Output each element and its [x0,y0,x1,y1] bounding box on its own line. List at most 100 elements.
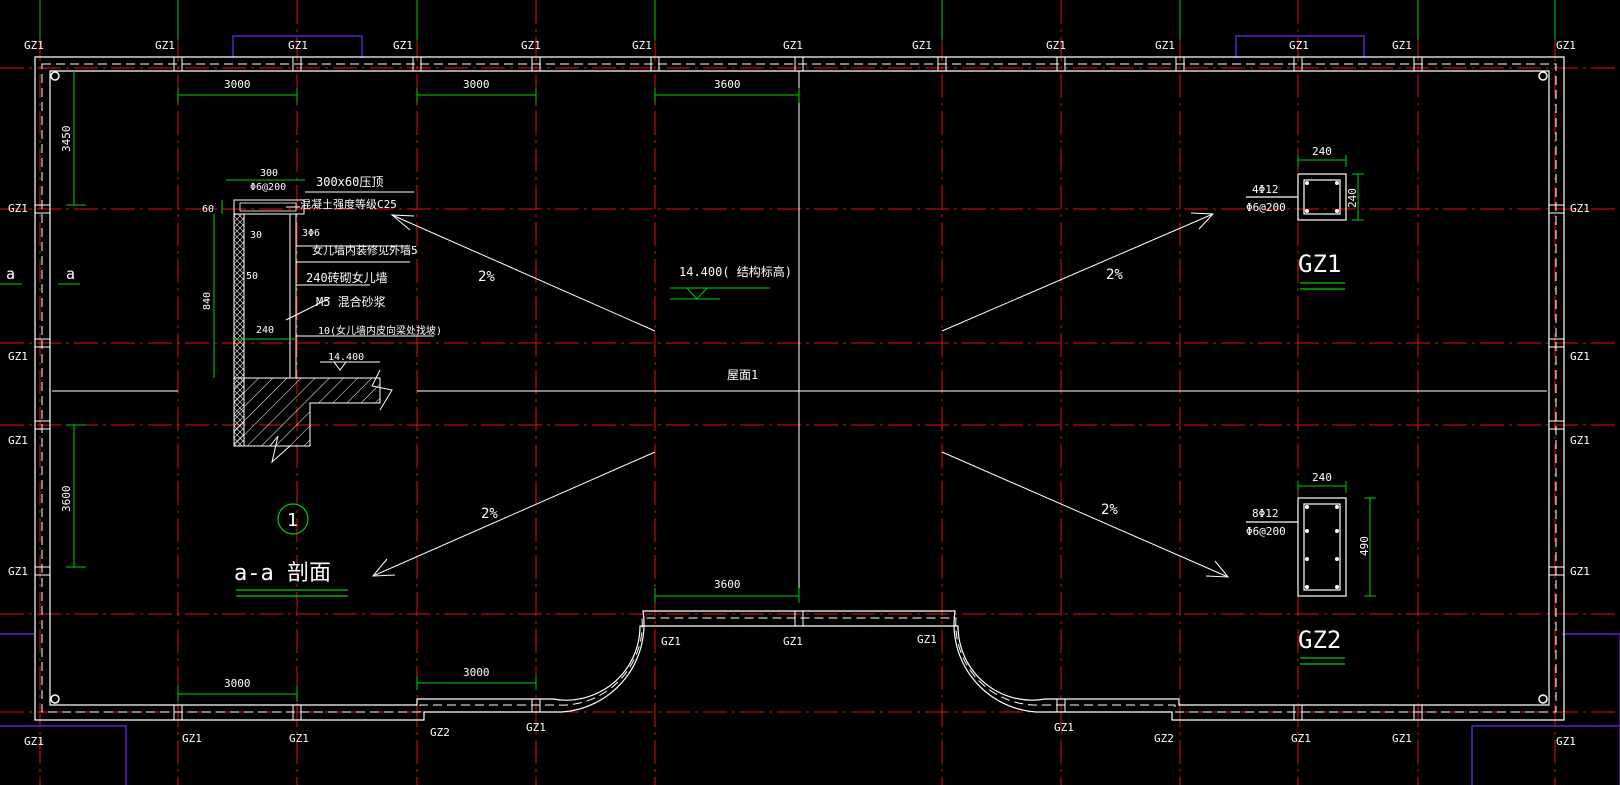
section-number-circle [277,503,309,535]
gz1-width: 240 [1312,145,1332,158]
rebar-dot [1335,209,1339,213]
section-mark-label: a [6,265,15,283]
column-tick [650,56,660,72]
detail-concrete-grade: 混凝土强度等级C25 [300,197,397,211]
parapet-inner-line [49,70,1550,706]
section-cut-mark: a a [0,265,80,285]
gz1-label: GZ1 [8,202,28,215]
top-extension-lines [39,0,1556,40]
detail-long-rebar: 3Φ6 [302,228,320,239]
rebar-dot [1305,529,1309,533]
detail-wall-height: 840 [202,292,213,310]
level-triangle [333,361,347,371]
roof-slab [233,377,381,447]
gz2-main-rebar: 8Φ12 [1252,507,1279,520]
gz1-label: GZ1 [1392,732,1412,745]
gz2-depth: 490 [1358,536,1371,556]
gz1-label: GZ1 [8,350,28,363]
column-tick [1548,338,1565,348]
parapet-wall [34,56,1565,721]
section-mark-label: a [66,265,75,283]
drain-arrow-line [941,213,1214,332]
gz1-label: GZ1 [1570,350,1590,363]
gz1-label: GZ1 [8,565,28,578]
column-labels: GZ1 GZ1 GZ1 GZ1 GZ1 GZ1 GZ1 GZ1 GZ1 GZ1 … [8,39,1590,748]
parapet-center-line [41,63,1557,713]
detail-mortar-note: M5 混合砂浆 [316,294,386,309]
gz2-label: GZ2 [1154,732,1174,745]
drain-arrow-line [372,451,656,577]
dim-label: 3000 [224,677,251,690]
column-ticks [34,56,1565,721]
rebar-dot [1305,585,1309,589]
column-tick [173,56,183,72]
gz1-label: GZ1 [8,434,28,447]
gz1-label: GZ1 [1556,735,1576,748]
column-tick [1413,704,1423,721]
rebar-dot [1305,557,1309,561]
detail-wall-width: 240 [256,325,274,336]
gz1-label: GZ1 [632,39,652,52]
corner-marker [1538,71,1548,81]
gz1-label: GZ1 [1046,39,1066,52]
gz1-label: GZ1 [521,39,541,52]
gz1-label: GZ1 [24,39,44,52]
column-tick [34,204,51,214]
corner-marker [1538,694,1548,704]
rebar-dot [1335,585,1339,589]
gz2-section-stirrup [1303,503,1341,591]
dimension-labels: 3000 3000 3600 3600 3000 3000 3450 3600 [60,78,741,690]
column-tick [173,704,183,721]
gz1-label: GZ1 [1570,434,1590,447]
slope-label: 2% [478,269,495,285]
slope-label: 2% [1106,267,1123,283]
gz1-label: GZ1 [24,735,44,748]
detail-cap-height: 60 [202,204,214,215]
drain-arrow-line [391,214,656,332]
rebar-dot [1335,557,1339,561]
window-frame-bottom-right [1471,725,1620,785]
column-tick [1548,566,1565,576]
gz1-label: GZ1 [1155,39,1175,52]
parapet-outer-line [34,56,1565,721]
rebar-dot [1335,505,1339,509]
elevation-marker: 14.400( 结构标高) [670,264,792,300]
gz1-label: GZ1 [155,39,175,52]
detail-cap-spec: 300x60压顶 [316,175,383,189]
section-title-block: 1 a-a 剖面 [234,503,348,597]
slope-labels: 2% 2% 2% 2% [478,267,1123,522]
section-drawing [213,179,434,464]
drain-arrow-head [371,558,396,577]
corner-marker [50,71,60,81]
leader [285,297,331,321]
gz2-label: GZ2 [430,726,450,739]
column-tick [292,704,302,721]
gz1-label: GZ1 [288,39,308,52]
gz1-label: GZ1 [1392,39,1412,52]
window-frame-top-right [1235,35,1365,58]
detail-wall-note: 240砖砌女儿墙 [306,270,388,285]
dim-label: 3000 [224,78,251,91]
gz1-label: GZ1 [912,39,932,52]
rebar-dot [1305,181,1309,185]
detail-cap-rebar: Φ6@200 [250,182,286,193]
column-tick [1413,56,1423,72]
column-tick [794,610,804,627]
gz1-label: GZ1 [661,635,681,648]
roof-name-label: 屋面1 [727,368,758,382]
wall-break-line [269,435,291,464]
column-tick [1175,56,1185,72]
gz1-label: GZ1 [393,39,413,52]
column-tick [34,566,51,576]
column-tick [1293,56,1303,72]
column-tick [1293,704,1303,721]
section-number: 1 [287,510,298,531]
gz2-section-outer [1297,497,1347,597]
section-detail-text: 300 Φ6@200 300x60压顶 混凝土强度等级C25 60 3Φ6 30… [202,168,442,363]
drain-arrow-head [1205,560,1230,578]
window-frame-right [1562,633,1620,785]
gz1-title: GZ1 [1298,250,1341,278]
detail-finish-note: 女儿墙内装修见外墙5 [312,243,418,257]
corner-marker [50,694,60,704]
